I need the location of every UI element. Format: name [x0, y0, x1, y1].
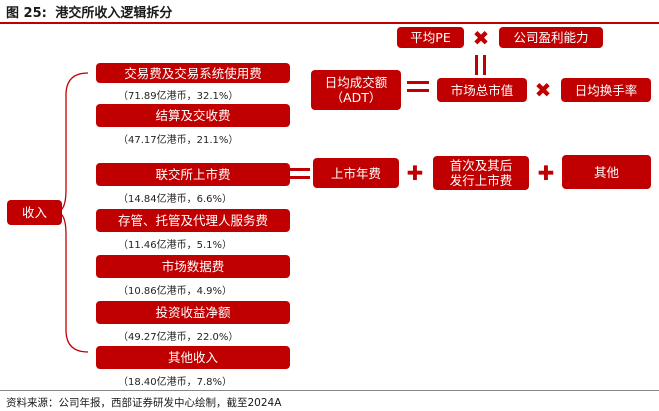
revenue-item-value: （18.40亿港币，7.8%）	[118, 377, 233, 388]
plus-icon: ✚	[537, 161, 555, 185]
figure-title: 港交所收入逻辑拆分	[55, 6, 173, 21]
header-rule	[0, 22, 659, 24]
times-icon: ✖	[472, 25, 490, 50]
avg-pe-box: 平均PE	[397, 27, 464, 48]
adt-label-line2: （ADT）	[330, 90, 382, 105]
revenue-item-value: （47.17亿港币，21.1%）	[118, 135, 239, 146]
revenue-item-market-data-fee: 市场数据费	[96, 255, 290, 278]
initial-listing-fee-box: 首次及其后 发行上市费	[433, 156, 529, 190]
revenue-item-value: （10.86亿港币，4.9%）	[118, 286, 233, 297]
figure-label: 图 25:	[6, 6, 47, 21]
revenue-item-investment-income: 投资收益净额	[96, 301, 290, 324]
revenue-item-other-income: 其他收入	[96, 346, 290, 369]
adt-box: 日均成交额 （ADT）	[311, 70, 401, 110]
annual-fee-label: 上市年费	[330, 165, 381, 181]
annual-fee-box: 上市年费	[313, 158, 399, 188]
adt-label-line1: 日均成交额	[324, 75, 388, 90]
times-icon: ✖	[534, 78, 552, 102]
market-cap-label: 市场总市值	[450, 82, 514, 98]
equals-vertical-icon	[475, 55, 487, 75]
profitability-label: 公司盈利能力	[513, 30, 589, 45]
revenue-item-value: （71.89亿港币，32.1%）	[118, 91, 239, 102]
footer-rule	[0, 390, 659, 391]
market-cap-box: 市场总市值	[437, 78, 527, 102]
revenue-item-clearing-fee: 结算及交收费	[96, 104, 290, 127]
root-revenue-box: 收入	[7, 200, 62, 225]
revenue-item-listing-fee: 联交所上市费	[96, 163, 290, 186]
revenue-item-value: （14.84亿港币，6.6%）	[118, 194, 233, 205]
profitability-box: 公司盈利能力	[499, 27, 603, 48]
revenue-item-depository-fee: 存管、托管及代理人服务费	[96, 209, 290, 232]
source-note: 资料来源：公司年报，西部证券研发中心绘制，截至2024A	[6, 397, 282, 409]
figure-header: 图 25: 港交所收入逻辑拆分	[6, 2, 172, 21]
other-listing-box: 其他	[562, 155, 651, 189]
equals-icon	[407, 81, 429, 93]
revenue-item-label: 市场数据费	[161, 259, 225, 274]
revenue-item-label: 其他收入	[167, 350, 218, 365]
avg-pe-label: 平均PE	[410, 30, 451, 45]
plus-icon: ✚	[406, 161, 424, 185]
revenue-item-label: 结算及交收费	[155, 108, 231, 123]
revenue-item-value: （11.46亿港币，5.1%）	[118, 240, 233, 251]
initial-listing-line1: 首次及其后	[449, 158, 513, 173]
initial-listing-line2: 发行上市费	[449, 173, 513, 188]
revenue-item-trading-fee: 交易费及交易系统使用费	[96, 63, 290, 83]
revenue-item-value: （49.27亿港币，22.0%）	[118, 332, 239, 343]
revenue-item-label: 联交所上市费	[155, 167, 231, 182]
revenue-item-label: 交易费及交易系统使用费	[124, 65, 262, 81]
turnover-label: 日均换手率	[574, 82, 638, 98]
root-revenue-label: 收入	[21, 205, 47, 220]
revenue-item-label: 存管、托管及代理人服务费	[117, 213, 268, 228]
turnover-box: 日均换手率	[561, 78, 651, 102]
equals-icon	[290, 168, 310, 180]
other-listing-label: 其他	[593, 164, 619, 180]
revenue-item-label: 投资收益净额	[155, 305, 231, 320]
